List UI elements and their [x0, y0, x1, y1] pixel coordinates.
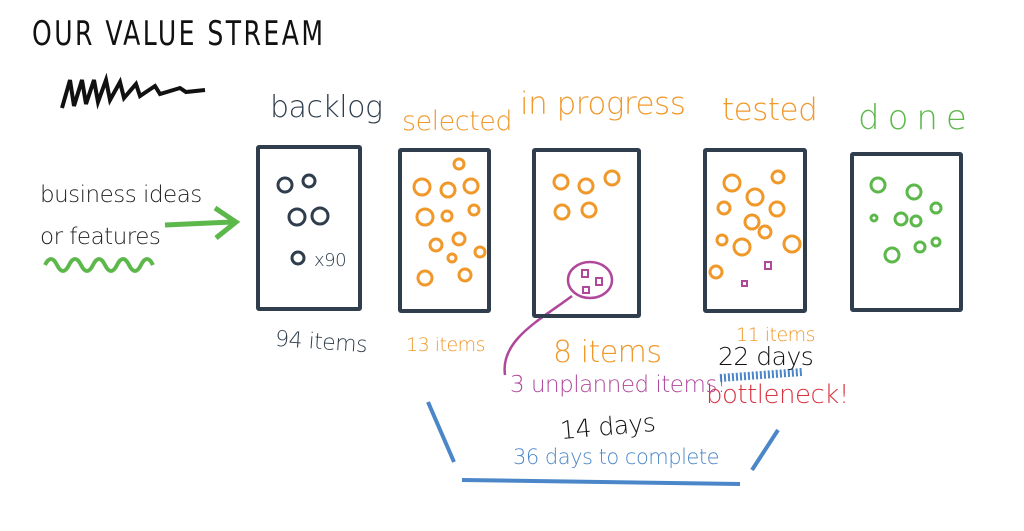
done-items — [869, 176, 943, 264]
stage-count-selected: 13 items — [406, 334, 486, 356]
stage-title-done: done — [858, 98, 975, 138]
bottleneck-hatch — [719, 368, 803, 382]
tested-unplanned-items — [741, 261, 772, 287]
tested-days: 22 days — [718, 342, 814, 371]
in-progress-items — [552, 169, 621, 221]
input-label-line2: or features — [40, 224, 161, 250]
stage-title-in-progress: in progress — [520, 86, 686, 122]
backlog-extra-count: x90 — [314, 250, 347, 271]
bracket-right — [750, 428, 780, 472]
stage-box-selected — [398, 148, 491, 313]
input-label-line1: business ideas — [40, 182, 202, 208]
scribble-decoration — [60, 72, 206, 110]
stage-title-tested: tested — [722, 92, 818, 128]
unplanned-items-callout — [503, 260, 614, 376]
stage-title-backlog: backlog — [270, 90, 383, 125]
stage-count-tested: 11 items — [736, 324, 816, 346]
stage-box-done — [850, 152, 963, 312]
unplanned-label: 3 unplanned items! — [510, 372, 726, 398]
bracket-left — [426, 401, 456, 463]
total-lead-time: 36 days to complete — [513, 445, 720, 469]
stage-count-in-progress: 8 items — [553, 335, 662, 370]
bottleneck-label: bottleneck! — [706, 380, 849, 410]
green-coil-decoration — [43, 257, 155, 273]
stage-box-backlog — [256, 145, 362, 311]
tested-items — [708, 169, 802, 280]
selected-items — [412, 157, 487, 287]
arrow-icon — [164, 205, 241, 240]
stage-box-tested — [703, 148, 807, 313]
bracket-bottom — [461, 478, 741, 486]
stage-box-in-progress — [532, 148, 641, 318]
page-title: OUR VALUE STREAM — [32, 14, 326, 54]
backlog-items — [276, 173, 330, 266]
stage-title-selected: selected — [402, 106, 512, 137]
